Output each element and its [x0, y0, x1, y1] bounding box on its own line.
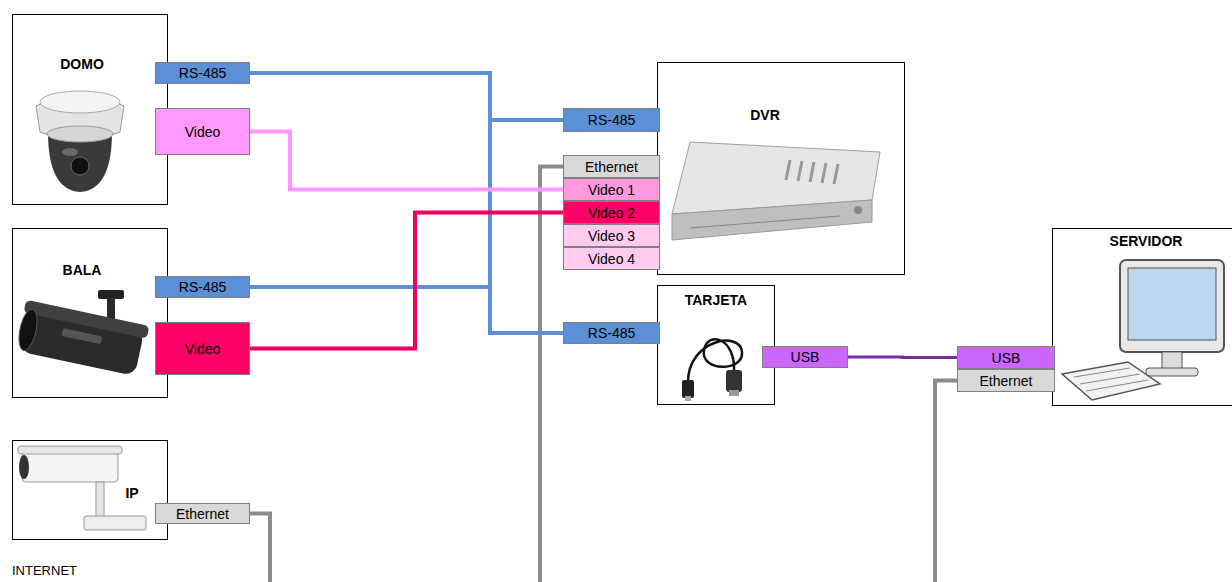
- port-label: RS-485: [588, 325, 635, 341]
- port-box: Ethernet: [957, 369, 1055, 392]
- rs485-wire: [250, 287, 563, 333]
- device-title: IP: [55, 485, 209, 501]
- port-label: Video 1: [588, 182, 635, 198]
- port-label: Ethernet: [176, 506, 229, 522]
- rs485-wire: [250, 120, 563, 287]
- device-title: TARJETA: [658, 292, 774, 308]
- port-box: USB: [762, 346, 848, 368]
- device-box: DOMORS-485Video: [12, 14, 168, 205]
- port-label: Ethernet: [980, 373, 1033, 389]
- device-box: IPEthernet: [12, 440, 168, 540]
- port-box: RS-485: [563, 108, 660, 132]
- port-box: Ethernet: [563, 155, 660, 178]
- ethernet-cable: [935, 381, 957, 582]
- dome-camera: [36, 91, 124, 192]
- video-wire: [250, 132, 563, 190]
- port-box: RS-485: [155, 276, 250, 298]
- port-box: RS-485: [563, 322, 660, 344]
- device-box: DVRRS-485EthernetVideo 1Video 2Video 3Vi…: [657, 62, 905, 275]
- port-label: RS-485: [179, 65, 226, 81]
- device-title: DVR: [642, 107, 888, 123]
- device-title: BALA: [5, 262, 159, 278]
- rs485-wire: [250, 73, 563, 120]
- bullet-camera: [15, 290, 149, 377]
- port-label: RS-485: [588, 112, 635, 128]
- port-label: Video: [185, 341, 221, 357]
- port-box: RS-485: [155, 62, 250, 84]
- port-box: Video: [155, 322, 250, 375]
- ethernet-cable: [540, 167, 563, 582]
- port-box: Video 4: [563, 247, 660, 270]
- device-title: DOMO: [5, 56, 159, 72]
- port-box: Video: [155, 108, 250, 155]
- video-wire: [250, 213, 563, 349]
- device-title: SERVIDOR: [1053, 233, 1232, 249]
- port-box: Video 2: [563, 201, 660, 224]
- port-label: USB: [791, 349, 820, 365]
- port-label: Video 4: [588, 251, 635, 267]
- port-label: USB: [992, 350, 1021, 366]
- port-label: Video 2: [588, 205, 635, 221]
- rs485-wire: [250, 73, 563, 333]
- ethernet-cable: [250, 514, 270, 582]
- port-box: Video 1: [563, 178, 660, 201]
- network-label: INTERNET: [12, 563, 77, 578]
- dvr-device: [672, 142, 880, 240]
- port-label: Ethernet: [585, 159, 638, 175]
- device-box: BALARS-485Video: [12, 228, 168, 398]
- port-label: Video 3: [588, 228, 635, 244]
- usb-cable: [682, 339, 742, 401]
- computer: [1062, 260, 1224, 400]
- port-label: Video: [185, 124, 221, 140]
- port-box: USB: [957, 346, 1055, 369]
- device-box: SERVIDORUSBEthernet: [1052, 228, 1232, 406]
- device-box: TARJETARS-485USB: [657, 285, 775, 405]
- port-label: RS-485: [179, 279, 226, 295]
- usb-wire: [848, 356, 957, 360]
- port-box: Ethernet: [155, 503, 250, 524]
- port-box: Video 3: [563, 224, 660, 247]
